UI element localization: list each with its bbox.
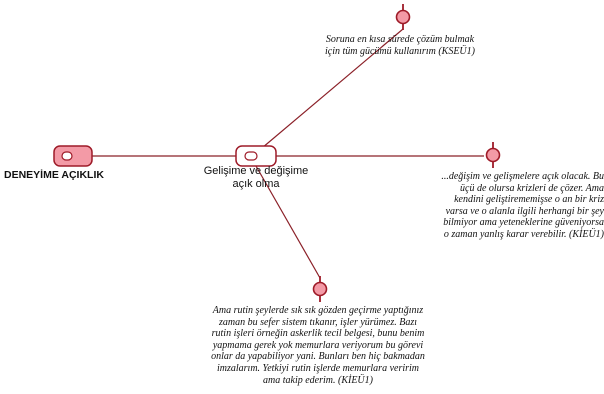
right-pin-icon xyxy=(485,142,501,168)
quote-bottom-text: Ama rutin şeylerde sık sık gözden geçirm… xyxy=(211,305,425,386)
top-pin-icon xyxy=(395,4,411,30)
connector-center-bottom xyxy=(255,165,321,279)
connector-center-top xyxy=(261,28,404,149)
root-tag-icon xyxy=(53,145,93,167)
root-node-label: DENEYİME AÇIKLIK xyxy=(4,169,104,181)
bottom-pin-icon xyxy=(312,276,328,302)
quote-top-text: Soruna en kısa sürede çözüm bulmak için … xyxy=(325,34,475,57)
center-tag-icon xyxy=(235,145,277,167)
center-node-label: Gelişime ve değişime açık olma xyxy=(203,165,309,190)
quote-right-text: ...değişim ve gelişmelere açık olacak. B… xyxy=(441,171,604,240)
